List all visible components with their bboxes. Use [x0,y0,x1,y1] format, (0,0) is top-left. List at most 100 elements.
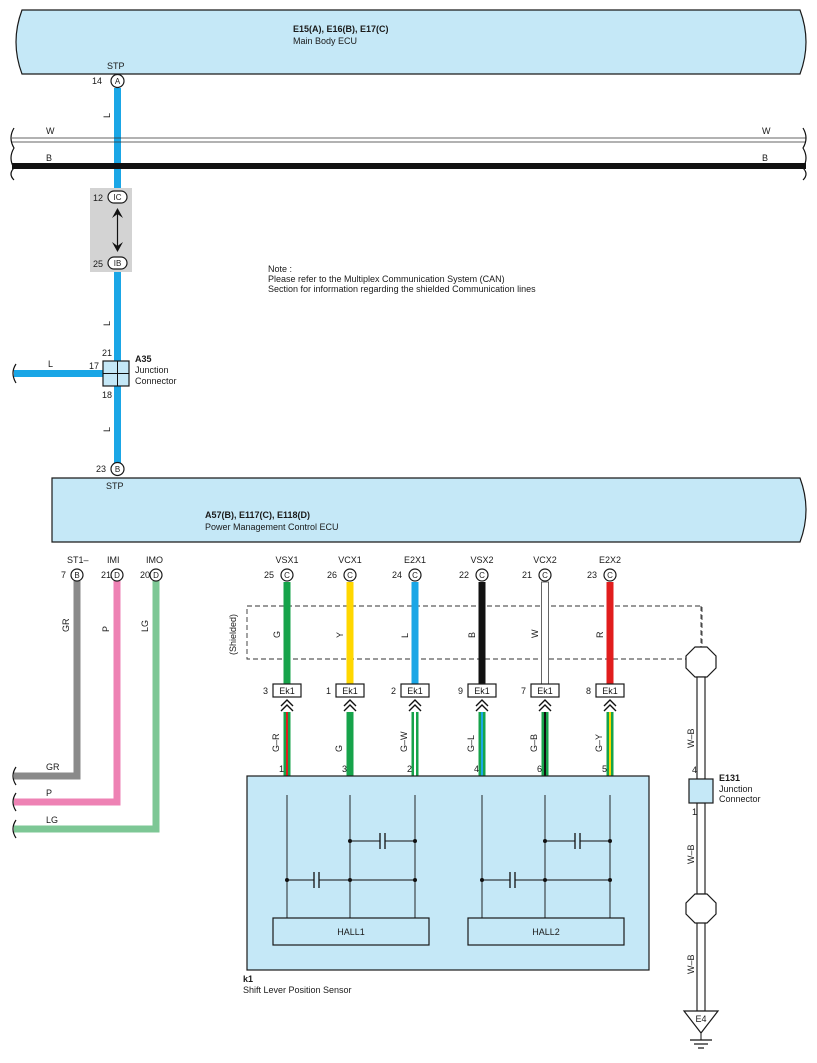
left-wire-end-label: LG [46,815,58,825]
left-pin-name: ST1– [67,555,89,565]
sensor-pin-connector-letter: C [284,571,290,580]
left-wire-horizontal [14,772,77,780]
e131-title: E131 [719,773,740,783]
svg-text:A: A [115,77,121,86]
sensor-pin-connector-letter: C [347,571,353,580]
note: Note : Please refer to the Multiplex Com… [268,264,536,294]
ek1-pin-number: 8 [586,686,591,696]
left-pin-number: 20 [140,570,150,580]
ground-wire-label-3: W–B [686,954,696,974]
e131-pin-bottom: 1 [692,807,697,817]
sensor-wire-label: W [530,629,540,638]
svg-text:Junction: Junction [719,784,753,794]
sensor-pin-number: 24 [392,570,402,580]
sensor-terminal-number: 4 [474,764,479,774]
sensor-pin-connector [408,568,422,582]
sensor-pin-number: 21 [522,570,532,580]
sensor-lower-wire-label: G–L [466,735,476,752]
ek1-connector-box [335,683,365,698]
hall1-label: HALL1 [337,927,365,937]
sensor-terminal-number: 6 [537,764,542,774]
stp-wire-label-upper: L [102,113,112,118]
ek1-pin-number: 7 [521,686,526,696]
sensor-pin-name: E2X2 [599,555,621,565]
ek1-pin-number: 9 [458,686,463,696]
sensor-pin-name: VCX2 [533,555,557,565]
left-wire-horizontal [14,825,156,833]
stp-connector-b: B [110,461,125,477]
shift-lever-position-sensor: k1 Shift Lever Position Sensor [243,775,650,995]
sensor-pin-connector-letter: C [542,571,548,580]
e131-pin-top: 4 [692,765,697,775]
sensor-pins: VSX125CGEk13G–R1VSX1VCX126CYEk11G3VCX1E2… [263,555,634,791]
svg-text:IB: IB [114,259,122,268]
ek1-connector-box [595,683,625,698]
power-management-ecu: STP A57(B), E117(C), E118(D) Power Manag… [51,477,807,543]
left-pin-connector-letter: D [153,571,159,580]
bus-w-label-right: W [762,126,771,136]
sensor-pin-1: VCX126CYEk11G3VCX1 [326,555,376,791]
stp-pin-number: 14 [92,76,102,86]
sensor-lower-wire-label: G–Y [594,734,604,752]
stp-wire-label-low: L [102,427,112,432]
sensor-terminal-number: 2 [407,764,412,774]
sensor-pin-connector [538,568,552,582]
left-wire-label: LG [140,620,150,632]
sensor-wire-upper [606,582,614,684]
main-body-ecu: E15(A), E16(B), E17(C) Main Body ECU STP [15,9,807,75]
left-wire-end-label: P [46,788,52,798]
hall2-label: HALL2 [532,927,560,937]
ek1-connector-label: Ek1 [342,686,358,696]
left-pin-number: 7 [61,570,66,580]
left-wire-vertical [73,581,81,780]
sensor-wire-label: R [595,631,605,638]
sensor-pin-connector-letter: C [607,571,613,580]
shielded-label: (Shielded) [228,614,238,655]
joint-connector-ic-ib: IC IB 12 25 [90,188,132,272]
left-wire-vertical [152,581,160,833]
ground-wire-label-2: W–B [686,844,696,864]
sensor-terminal-number: 3 [342,764,347,774]
sensor-pin-number: 26 [327,570,337,580]
svg-text:Junction: Junction [135,365,169,375]
left-wire-label: P [101,626,111,632]
svg-text:Please refer to the Multiplex: Please refer to the Multiplex Communicat… [268,274,505,284]
stp-wire-label-mid: L [102,321,112,326]
left-wire-label: GR [61,618,71,632]
shield-splice-lower [685,893,717,924]
ek1-pin-number: 2 [391,686,396,696]
svg-text:21: 21 [102,348,112,358]
sensor-pin-connector [603,568,617,582]
main-body-ecu-name: Main Body ECU [293,36,357,46]
sensor-wire-upper [478,582,486,684]
sensor-pin-number: 23 [587,570,597,580]
ek1-connector-label: Ek1 [602,686,618,696]
pm-ecu-name: Power Management Control ECU [205,522,339,532]
ek1-connector-label: Ek1 [407,686,423,696]
joint-bottom-pin: 25 [93,259,103,269]
left-pin-connector-letter: B [74,571,79,580]
bus-b-label-right: B [762,153,768,163]
sensor-wire-label: L [400,633,410,638]
e131-box [688,778,714,804]
left-pin-connector [110,568,124,582]
main-body-ecu-title: E15(A), E16(B), E17(C) [293,24,389,34]
sensor-pin-name: VCX1 [338,555,362,565]
bus-b-label-left: B [46,153,52,163]
left-pin-name: IMO [146,555,163,565]
left-wire-vertical [113,581,121,806]
left-wire-end-label: GR [46,762,60,772]
sensor-lower-wire-label: G–B [529,734,539,752]
sensor-pin-number: 25 [264,570,274,580]
sensor-lower-wire-label: G–W [399,731,409,752]
pm-ecu-pin-name: STP [106,481,124,491]
sensor-pin-connector [475,568,489,582]
sensor-lower-wire-label: G–R [271,733,281,752]
ground-symbol [682,1010,720,1034]
svg-text:Connector: Connector [719,794,761,804]
svg-text:Section for information regard: Section for information regarding the sh… [268,284,536,294]
